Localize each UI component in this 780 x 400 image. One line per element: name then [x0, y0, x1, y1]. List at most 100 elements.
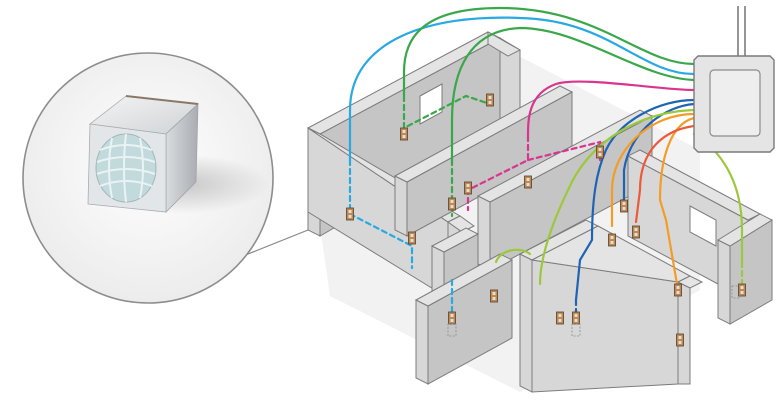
device-button — [598, 153, 602, 156]
device-plate — [490, 289, 498, 303]
wall-front-face — [394, 175, 408, 237]
device-plate — [572, 311, 580, 325]
wall-front-face — [531, 259, 679, 393]
wall-segment — [716, 213, 774, 325]
wall-switch-device-icon — [676, 333, 684, 347]
wall-front-face — [477, 195, 491, 271]
wall-top-face — [393, 85, 574, 183]
orange-line — [610, 112, 696, 228]
device-button — [610, 241, 614, 244]
green-line — [402, 6, 696, 98]
device-button — [488, 101, 492, 104]
wall-front-face — [717, 239, 731, 325]
wall-switch-device-icon — [556, 311, 564, 325]
wall-switch-device-icon — [620, 199, 628, 213]
device-button — [402, 130, 406, 133]
device-button — [410, 239, 414, 242]
house-structure — [306, 31, 774, 393]
device-button — [492, 297, 496, 300]
device-button — [348, 215, 352, 218]
wall-switch-device-icon — [400, 127, 408, 141]
device-plate — [674, 283, 682, 297]
wall-front-face — [519, 253, 533, 393]
wall-switch-device-icon — [346, 207, 354, 221]
orange-line — [658, 116, 696, 292]
wall-switch-device-icon — [448, 197, 456, 211]
window — [419, 83, 443, 125]
wall-top-face — [716, 213, 774, 247]
wiring-lines — [348, 6, 744, 320]
green-line — [402, 94, 492, 130]
device-button — [450, 319, 454, 322]
wall-switch-device-icon — [490, 289, 498, 303]
device-button — [526, 183, 530, 186]
wall-switch-device-icon — [464, 181, 472, 195]
wall-switch-device-icon — [572, 311, 580, 325]
window — [689, 205, 717, 247]
wall-segment — [676, 275, 704, 385]
wall-switch-device-icon — [632, 225, 640, 239]
device-plate — [448, 197, 456, 211]
wall-switch-device-icon — [674, 283, 682, 297]
wall-top-face — [430, 227, 480, 253]
device-plate — [464, 181, 472, 195]
device-button — [492, 292, 496, 295]
wall-segment — [476, 109, 654, 271]
magenta-line — [466, 134, 530, 212]
wall-top-face — [414, 253, 514, 307]
device-button — [622, 207, 626, 210]
device-button — [740, 286, 744, 289]
wall-switch-device-icon — [448, 311, 456, 325]
device-plate — [738, 283, 746, 297]
device-button — [678, 336, 682, 339]
lime-line — [538, 108, 696, 286]
wireless-sensor-icon — [87, 95, 199, 213]
navy-blue-line — [622, 102, 696, 208]
sky-blue-line — [348, 16, 696, 162]
device-button — [488, 96, 492, 99]
device-button — [634, 228, 638, 231]
device-button — [574, 319, 578, 322]
magenta-line — [526, 80, 696, 138]
wall-switch-device-icon — [486, 93, 494, 107]
device-button — [526, 178, 530, 181]
device-button — [740, 291, 744, 294]
wall-top-face — [487, 31, 522, 57]
device-plate — [400, 127, 408, 141]
callout-magnifier — [22, 52, 349, 304]
device-outline — [447, 323, 457, 337]
red-orange-line — [634, 124, 696, 224]
device-button — [558, 319, 562, 322]
device-button — [676, 286, 680, 289]
wall-switch-device-icon — [524, 175, 532, 189]
navy-blue-line — [574, 98, 696, 302]
wall-switch-device-icon — [596, 145, 604, 159]
sky-blue-line — [348, 158, 414, 270]
wall-top-face — [447, 215, 475, 233]
device-button — [450, 314, 454, 317]
device-button — [466, 189, 470, 192]
device-plate — [524, 175, 532, 189]
device-button — [610, 236, 614, 239]
device-button — [402, 135, 406, 138]
device-plate — [346, 207, 354, 221]
device-outline — [731, 285, 741, 299]
device-button — [450, 200, 454, 203]
lime-line — [494, 248, 532, 264]
wall-switch-device-icon — [408, 231, 416, 245]
device-button — [348, 210, 352, 213]
wall-switch-device-icon — [738, 283, 746, 297]
device-plate — [632, 225, 640, 239]
wall-devices — [346, 93, 746, 347]
device-plate — [608, 233, 616, 247]
device-button — [598, 148, 602, 151]
device-plate — [486, 93, 494, 107]
device-plate — [676, 333, 684, 347]
wall-segment — [487, 31, 522, 133]
wall-front-face — [415, 299, 429, 385]
device-button — [450, 205, 454, 208]
device-button — [574, 314, 578, 317]
device-button — [466, 184, 470, 187]
device-plate — [596, 145, 604, 159]
